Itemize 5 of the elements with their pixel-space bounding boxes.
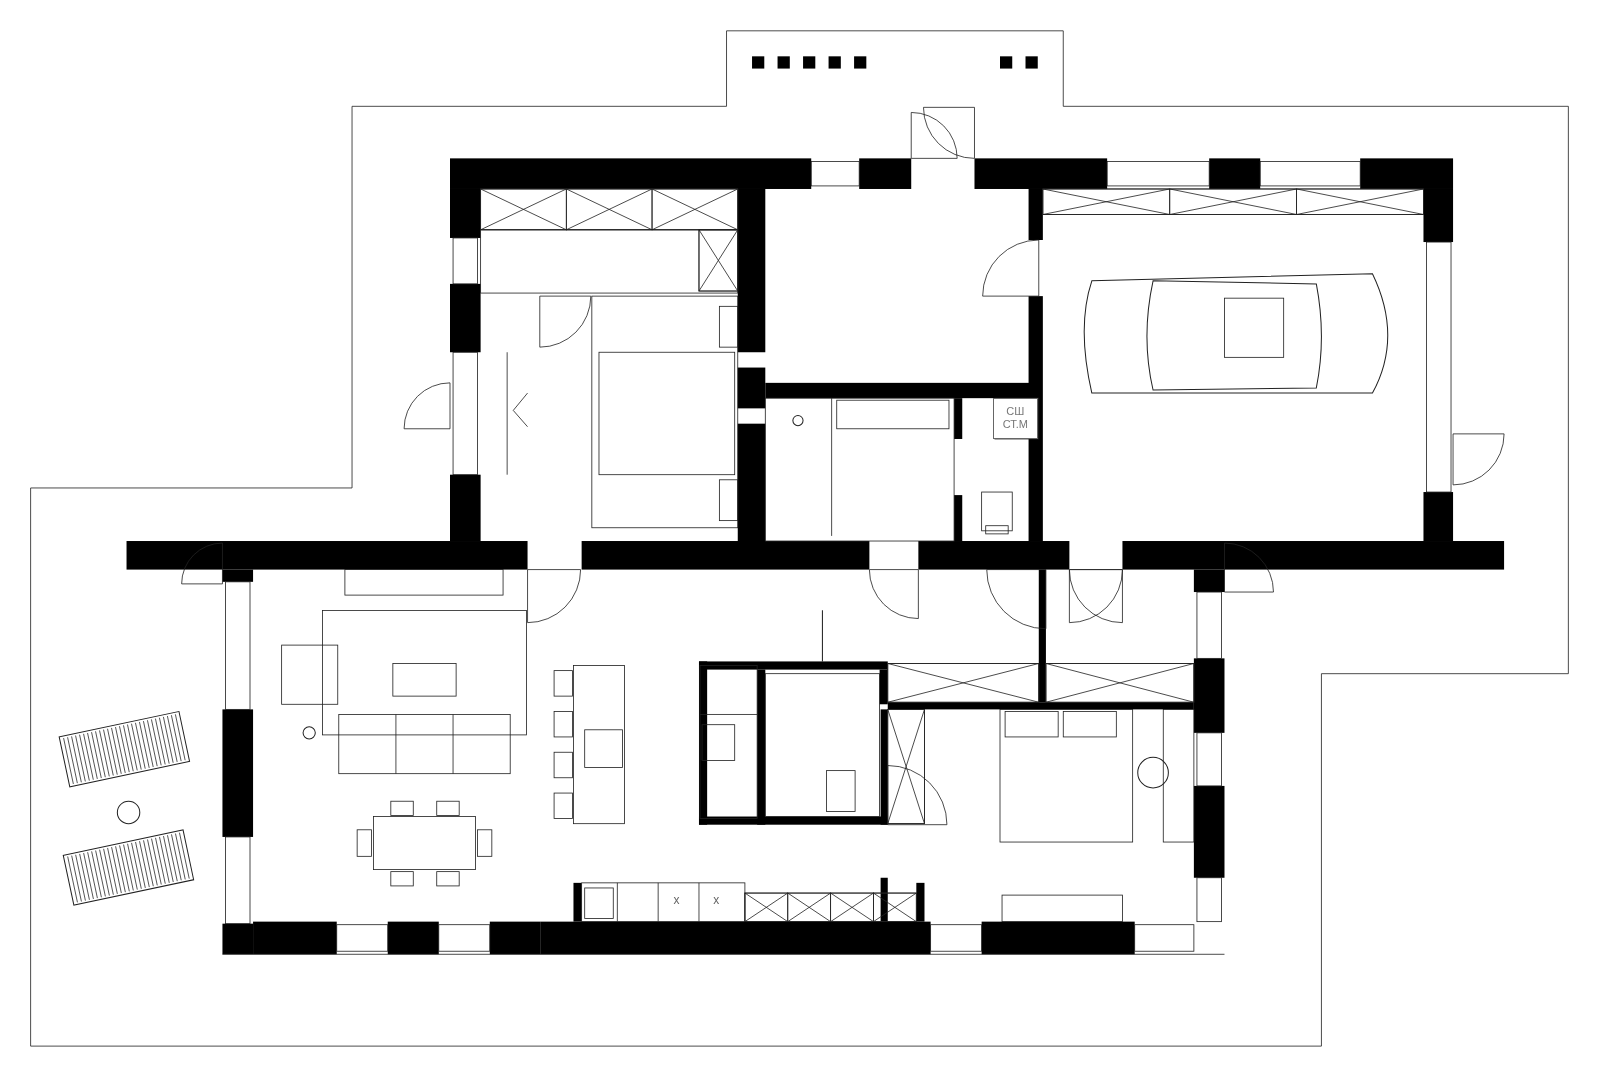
cabinet-mark: x (673, 893, 680, 906)
appliance-label: СШ (1006, 405, 1025, 419)
appliance-label: СТ.М (1002, 418, 1028, 432)
appliance-box (992, 397, 1038, 439)
cabinet-mark: x (713, 893, 720, 906)
